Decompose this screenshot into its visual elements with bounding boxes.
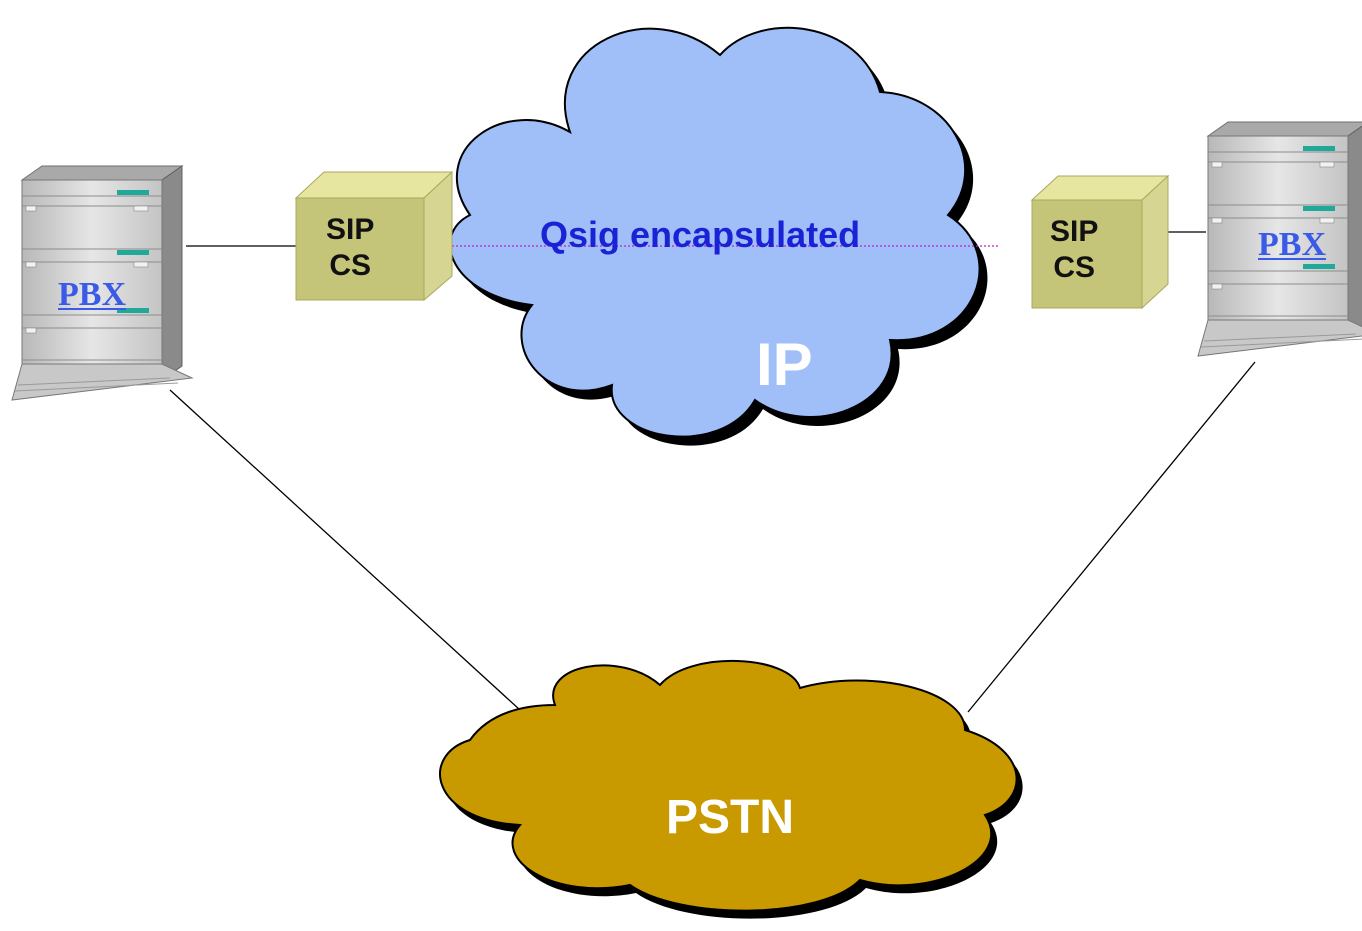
pbx-left-to-pstn-link [169, 389, 556, 743]
sip-cs-left-line2: CS [329, 249, 372, 282]
ip-cloud-body [449, 26, 981, 438]
sip-cs-right-box [1030, 174, 1170, 310]
pstn-cloud-label: PSTN [666, 791, 795, 844]
pbx-right-to-pstn-link [967, 361, 1256, 713]
sip-cs-right-line2: CS [1053, 251, 1096, 284]
sip-cs-right-label: SIP CS [1050, 214, 1098, 286]
sip-cs-right-line1: SIP [1050, 215, 1099, 248]
pbx-right-label: PBX [1258, 226, 1326, 263]
pstn-cloud-body [439, 660, 1018, 912]
qsig-encapsulated-label: Qsig encapsulated [540, 214, 861, 255]
pstn-cloud [439, 660, 1023, 919]
sip-cs-left-label: SIP CS [326, 212, 374, 284]
pbx-left-label: PBX [58, 276, 126, 313]
ip-cloud-label: IP [756, 331, 813, 398]
ip-cloud [449, 26, 988, 446]
sip-cs-left-line1: SIP [326, 213, 375, 246]
sip-cs-left-box [294, 170, 454, 302]
